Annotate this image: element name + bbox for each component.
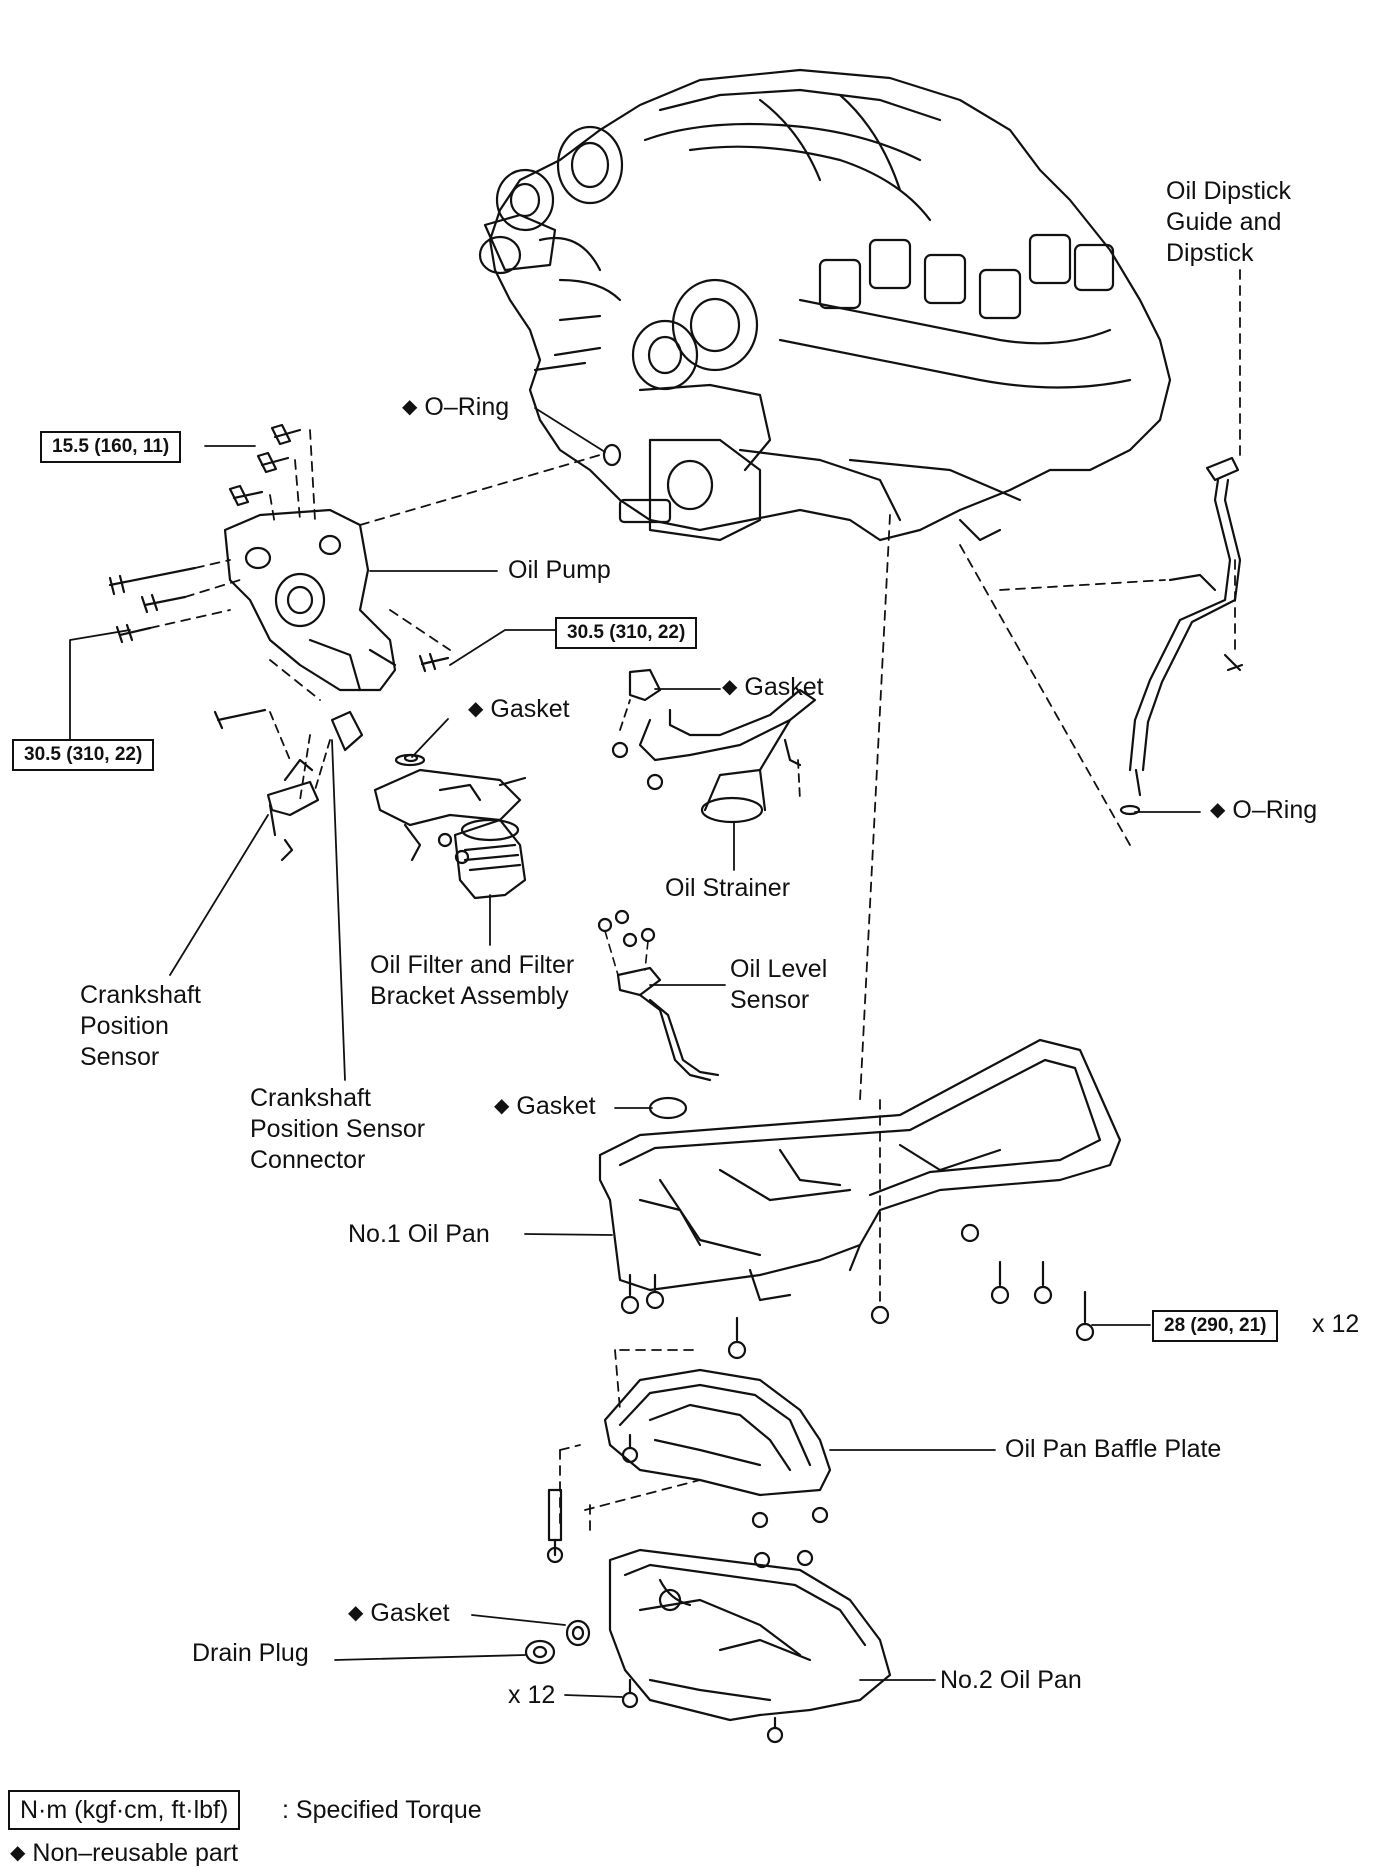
oil-filter-illustration: [373, 753, 527, 900]
label-gasket-level-sensor: ◆ Gasket: [494, 1091, 596, 1124]
label-oil-strainer: Oil Strainer: [665, 874, 791, 902]
nonreusable-diamond-icon: ◆: [402, 396, 418, 418]
label-oil-filter: Oil Filter and Filter Bracket Assembly: [370, 950, 574, 1012]
legend-nonreusable: ◆ Non–reusable part: [10, 1838, 238, 1870]
label-gasket-filter-text: Gasket: [490, 695, 570, 723]
label-oil-filter-line-1: Oil Filter and Filter: [370, 951, 575, 979]
label-gasket-strainer: ◆ Gasket: [722, 672, 824, 705]
no1-oil-pan-bolts: [620, 1223, 1095, 1360]
label-connector-line-3: Connector: [250, 1146, 366, 1174]
label-oil-level-line-2: Sensor: [730, 986, 810, 1014]
nonreusable-diamond-icon: ◆: [494, 1095, 510, 1117]
oil-strainer-illustration: [611, 668, 817, 824]
label-x12-lower: x 12: [508, 1681, 556, 1709]
label-gasket-drain: ◆ Gasket: [348, 1598, 450, 1631]
label-crankshaft-sensor-connector: Crankshaft Position Sensor Connector: [250, 1083, 425, 1176]
label-connector-line-2: Position Sensor: [250, 1115, 426, 1143]
label-o-ring-top-text: O–Ring: [424, 393, 510, 421]
filter-gasket-illustration: [403, 753, 419, 763]
nonreusable-diamond-icon: ◆: [348, 1602, 364, 1624]
torque-box-pump-left: 30.5 (310, 22): [12, 739, 155, 771]
o-ring-top-illustration: [602, 443, 622, 467]
label-oil-pump: Oil Pump: [508, 556, 611, 584]
oil-pump-illustration: [223, 508, 397, 692]
level-sensor-gasket-illustration: [648, 1096, 688, 1120]
label-gasket-drain-text: Gasket: [370, 1599, 450, 1627]
no1-oil-pan-illustration: [598, 1038, 1122, 1302]
label-oil-filter-line-2: Bracket Assembly: [370, 982, 569, 1010]
label-gasket-level-text: Gasket: [516, 1092, 596, 1120]
label-crank-sensor-line-1: Crankshaft: [80, 981, 201, 1009]
label-crankshaft-position-sensor: Crankshaft Position Sensor: [80, 980, 201, 1073]
drain-gasket-illustration: [565, 1619, 591, 1647]
label-dipstick-line-3: Dipstick: [1166, 239, 1254, 267]
label-x12-upper: x 12: [1312, 1310, 1360, 1338]
torque-box-oil-pan: 28 (290, 21): [1152, 1310, 1279, 1342]
label-no2-oil-pan: No.2 Oil Pan: [940, 1666, 1082, 1694]
label-crank-sensor-line-3: Sensor: [80, 1043, 160, 1071]
oil-level-sensor-illustration: [597, 909, 720, 1082]
label-oil-dipstick: Oil Dipstick Guide and Dipstick: [1166, 176, 1291, 269]
label-o-ring-right-text: O–Ring: [1232, 796, 1318, 824]
baffle-long-bolt: [546, 1488, 564, 1564]
label-o-ring-top: ◆ O–Ring: [402, 392, 509, 425]
label-crank-sensor-line-2: Position: [80, 1012, 169, 1040]
crankshaft-sensor-illustration: [213, 708, 364, 862]
baffle-plate-illustration: [603, 1368, 832, 1569]
legend-nonreusable-text: Non–reusable part: [32, 1839, 239, 1867]
label-o-ring-right: ◆ O–Ring: [1210, 795, 1317, 828]
legend-torque-unit-box: N·m (kgf·cm, ft·lbf): [8, 1790, 241, 1830]
engine-illustration: [478, 68, 1172, 542]
label-no1-oil-pan: No.1 Oil Pan: [348, 1220, 490, 1248]
nonreusable-diamond-icon: ◆: [468, 698, 484, 720]
label-gasket-filter: ◆ Gasket: [468, 694, 570, 727]
drain-plug-illustration: [524, 1639, 556, 1665]
oil-pump-bolts: [108, 423, 450, 673]
legend-specified-torque: : Specified Torque: [282, 1796, 482, 1824]
label-dipstick-line-2: Guide and: [1166, 208, 1282, 236]
nonreusable-diamond-icon: ◆: [722, 676, 738, 698]
label-oil-level-line-1: Oil Level: [730, 955, 828, 983]
label-oil-level-sensor: Oil Level Sensor: [730, 954, 827, 1016]
dipstick-illustration: [1119, 456, 1244, 816]
label-oil-pan-baffle-plate: Oil Pan Baffle Plate: [1005, 1435, 1222, 1463]
label-gasket-strainer-text: Gasket: [744, 673, 824, 701]
nonreusable-diamond-icon: ◆: [10, 1842, 26, 1864]
torque-box-pump-top: 15.5 (160, 11): [40, 431, 182, 463]
no2-oil-pan-illustration: [608, 1548, 892, 1744]
label-dipstick-line-1: Oil Dipstick: [1166, 177, 1292, 205]
nonreusable-diamond-icon: ◆: [1210, 799, 1226, 821]
label-drain-plug: Drain Plug: [192, 1639, 309, 1667]
label-connector-line-1: Crankshaft: [250, 1084, 371, 1112]
torque-box-pump-right: 30.5 (310, 22): [555, 617, 698, 649]
